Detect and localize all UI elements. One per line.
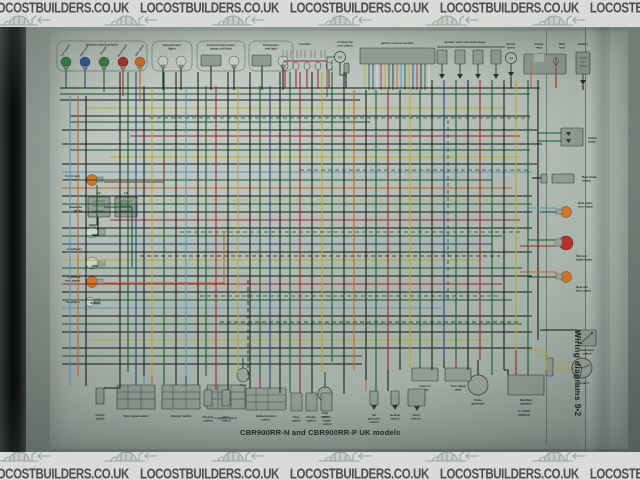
svg-text:switch: switch xyxy=(583,352,592,356)
fusebox xyxy=(281,50,333,71)
watermark-label: LOCOSTBUILDERS.CO.UK xyxy=(289,467,429,480)
svg-text:brake lights: brake lights xyxy=(576,258,593,262)
locost-car-icon xyxy=(529,452,589,464)
svg-text:SERVICE: SERVICE xyxy=(518,413,530,417)
svg-text:switch: switch xyxy=(292,419,301,423)
locost-car-icon xyxy=(422,452,482,464)
svg-text:Ignition control module: Ignition control module xyxy=(381,41,414,45)
watermark-band-bottom: LOCOSTBUILDERS.CO.UK LOCOSTBUILDERS.CO.UK… xyxy=(0,452,640,480)
page-title: CBR900RR-N and CBR900RR-P UK models xyxy=(240,428,401,437)
watermark-label: LOCOSTBUILDERS.CO.UK xyxy=(139,1,279,16)
svg-text:switch: switch xyxy=(262,418,271,422)
svg-text:relay: relay xyxy=(536,46,543,50)
svg-text:Fusebox: Fusebox xyxy=(299,42,311,46)
svg-text:Battery: Battery xyxy=(578,42,588,46)
svg-text:switch: switch xyxy=(582,179,591,183)
svg-text:generator: generator xyxy=(471,402,485,406)
locost-car-icon xyxy=(529,14,589,27)
locost-car-icon xyxy=(422,14,482,27)
watermark-label: LOCOSTBUILDERS.CO.UK xyxy=(439,1,579,16)
locost-car-icon xyxy=(0,452,54,464)
svg-text:and switch: and switch xyxy=(338,44,353,48)
svg-text:HI: HI xyxy=(98,191,101,195)
watermark-icon-row-bottom xyxy=(0,452,640,467)
svg-text:High beam: High beam xyxy=(79,43,90,57)
svg-text:turn signal: turn signal xyxy=(576,289,591,293)
locost-car-icon xyxy=(315,452,375,464)
svg-text:gauge and light: gauge and light xyxy=(210,47,231,51)
watermark-icon-row-top xyxy=(0,14,640,27)
watermark-label: LOCOSTBUILDERS.CO.UK xyxy=(0,467,129,480)
svg-text:Ignition coils and spark plugs: Ignition coils and spark plugs xyxy=(445,40,486,44)
svg-text:switch: switch xyxy=(222,419,231,423)
svg-text:sensor: sensor xyxy=(411,417,421,421)
svg-text:fuse: fuse xyxy=(559,46,565,50)
svg-text:M: M xyxy=(509,56,512,61)
svg-text:C J TOHN: C J TOHN xyxy=(518,409,530,413)
svg-text:Dimmer switch: Dimmer switch xyxy=(171,414,192,418)
locost-car-icon xyxy=(101,14,161,27)
watermark-label: LOCOSTBUILDERS.CO.UK xyxy=(0,1,129,16)
svg-text:switch: switch xyxy=(96,417,105,421)
page-number: 9•2 xyxy=(573,403,583,417)
wire-bundle xyxy=(60,56,584,394)
svg-text:switch: switch xyxy=(391,417,400,421)
warning-bulbs xyxy=(60,56,146,70)
ignition-coils xyxy=(436,46,505,79)
watermark-label: LOCOSTBUILDERS.CO.UK xyxy=(589,467,640,480)
watermark-band-top: LOCOSTBUILDERS.CO.UK LOCOSTBUILDERS.CO.UK… xyxy=(0,0,640,27)
locost-car-icon xyxy=(0,14,54,27)
locost-car-icon xyxy=(636,14,640,27)
svg-text:Horn: Horn xyxy=(240,383,247,387)
svg-text:diode: diode xyxy=(588,140,596,144)
svg-text:motor: motor xyxy=(507,46,516,50)
svg-text:Neutral: Neutral xyxy=(99,45,108,55)
locost-car-icon xyxy=(208,14,268,27)
watermark-label: LOCOSTBUILDERS.CO.UK xyxy=(589,1,640,16)
svg-text:regulator: regulator xyxy=(520,402,533,406)
svg-text:lights: lights xyxy=(168,47,176,51)
locost-car-icon xyxy=(208,452,268,464)
svg-text:switch: switch xyxy=(370,420,379,424)
watermark-label: LOCOSTBUILDERS.CO.UK xyxy=(439,467,579,480)
svg-text:and light: and light xyxy=(265,47,277,51)
watermark-label: LOCOSTBUILDERS.CO.UK xyxy=(289,1,429,16)
svg-text:Side stand: Side stand xyxy=(134,44,145,57)
svg-text:switch: switch xyxy=(204,419,213,423)
margin-caption-text: Wiring diagrams xyxy=(573,330,583,402)
locost-car-icon xyxy=(315,14,375,27)
svg-text:switch: switch xyxy=(323,422,332,426)
svg-text:switch: switch xyxy=(307,419,316,423)
margin-caption: Wiring diagrams 9•2 xyxy=(573,330,583,416)
watermark-text-row-bottom: LOCOSTBUILDERS.CO.UK LOCOSTBUILDERS.CO.UK… xyxy=(0,467,640,480)
watermark-text-row-top: LOCOSTBUILDERS.CO.UK LOCOSTBUILDERS.CO.UK… xyxy=(0,1,640,16)
locost-car-icon xyxy=(636,452,640,464)
svg-text:Turn signal switch: Turn signal switch xyxy=(123,414,148,418)
svg-text:Indicator warning lights: Indicator warning lights xyxy=(86,43,119,47)
watermark-label: LOCOSTBUILDERS.CO.UK xyxy=(139,467,279,480)
svg-text:relay: relay xyxy=(455,388,462,392)
svg-text:turn signal: turn signal xyxy=(578,205,593,209)
locost-car-icon xyxy=(101,452,161,464)
svg-text:Turn signal: Turn signal xyxy=(60,43,71,57)
svg-text:M: M xyxy=(338,55,341,60)
